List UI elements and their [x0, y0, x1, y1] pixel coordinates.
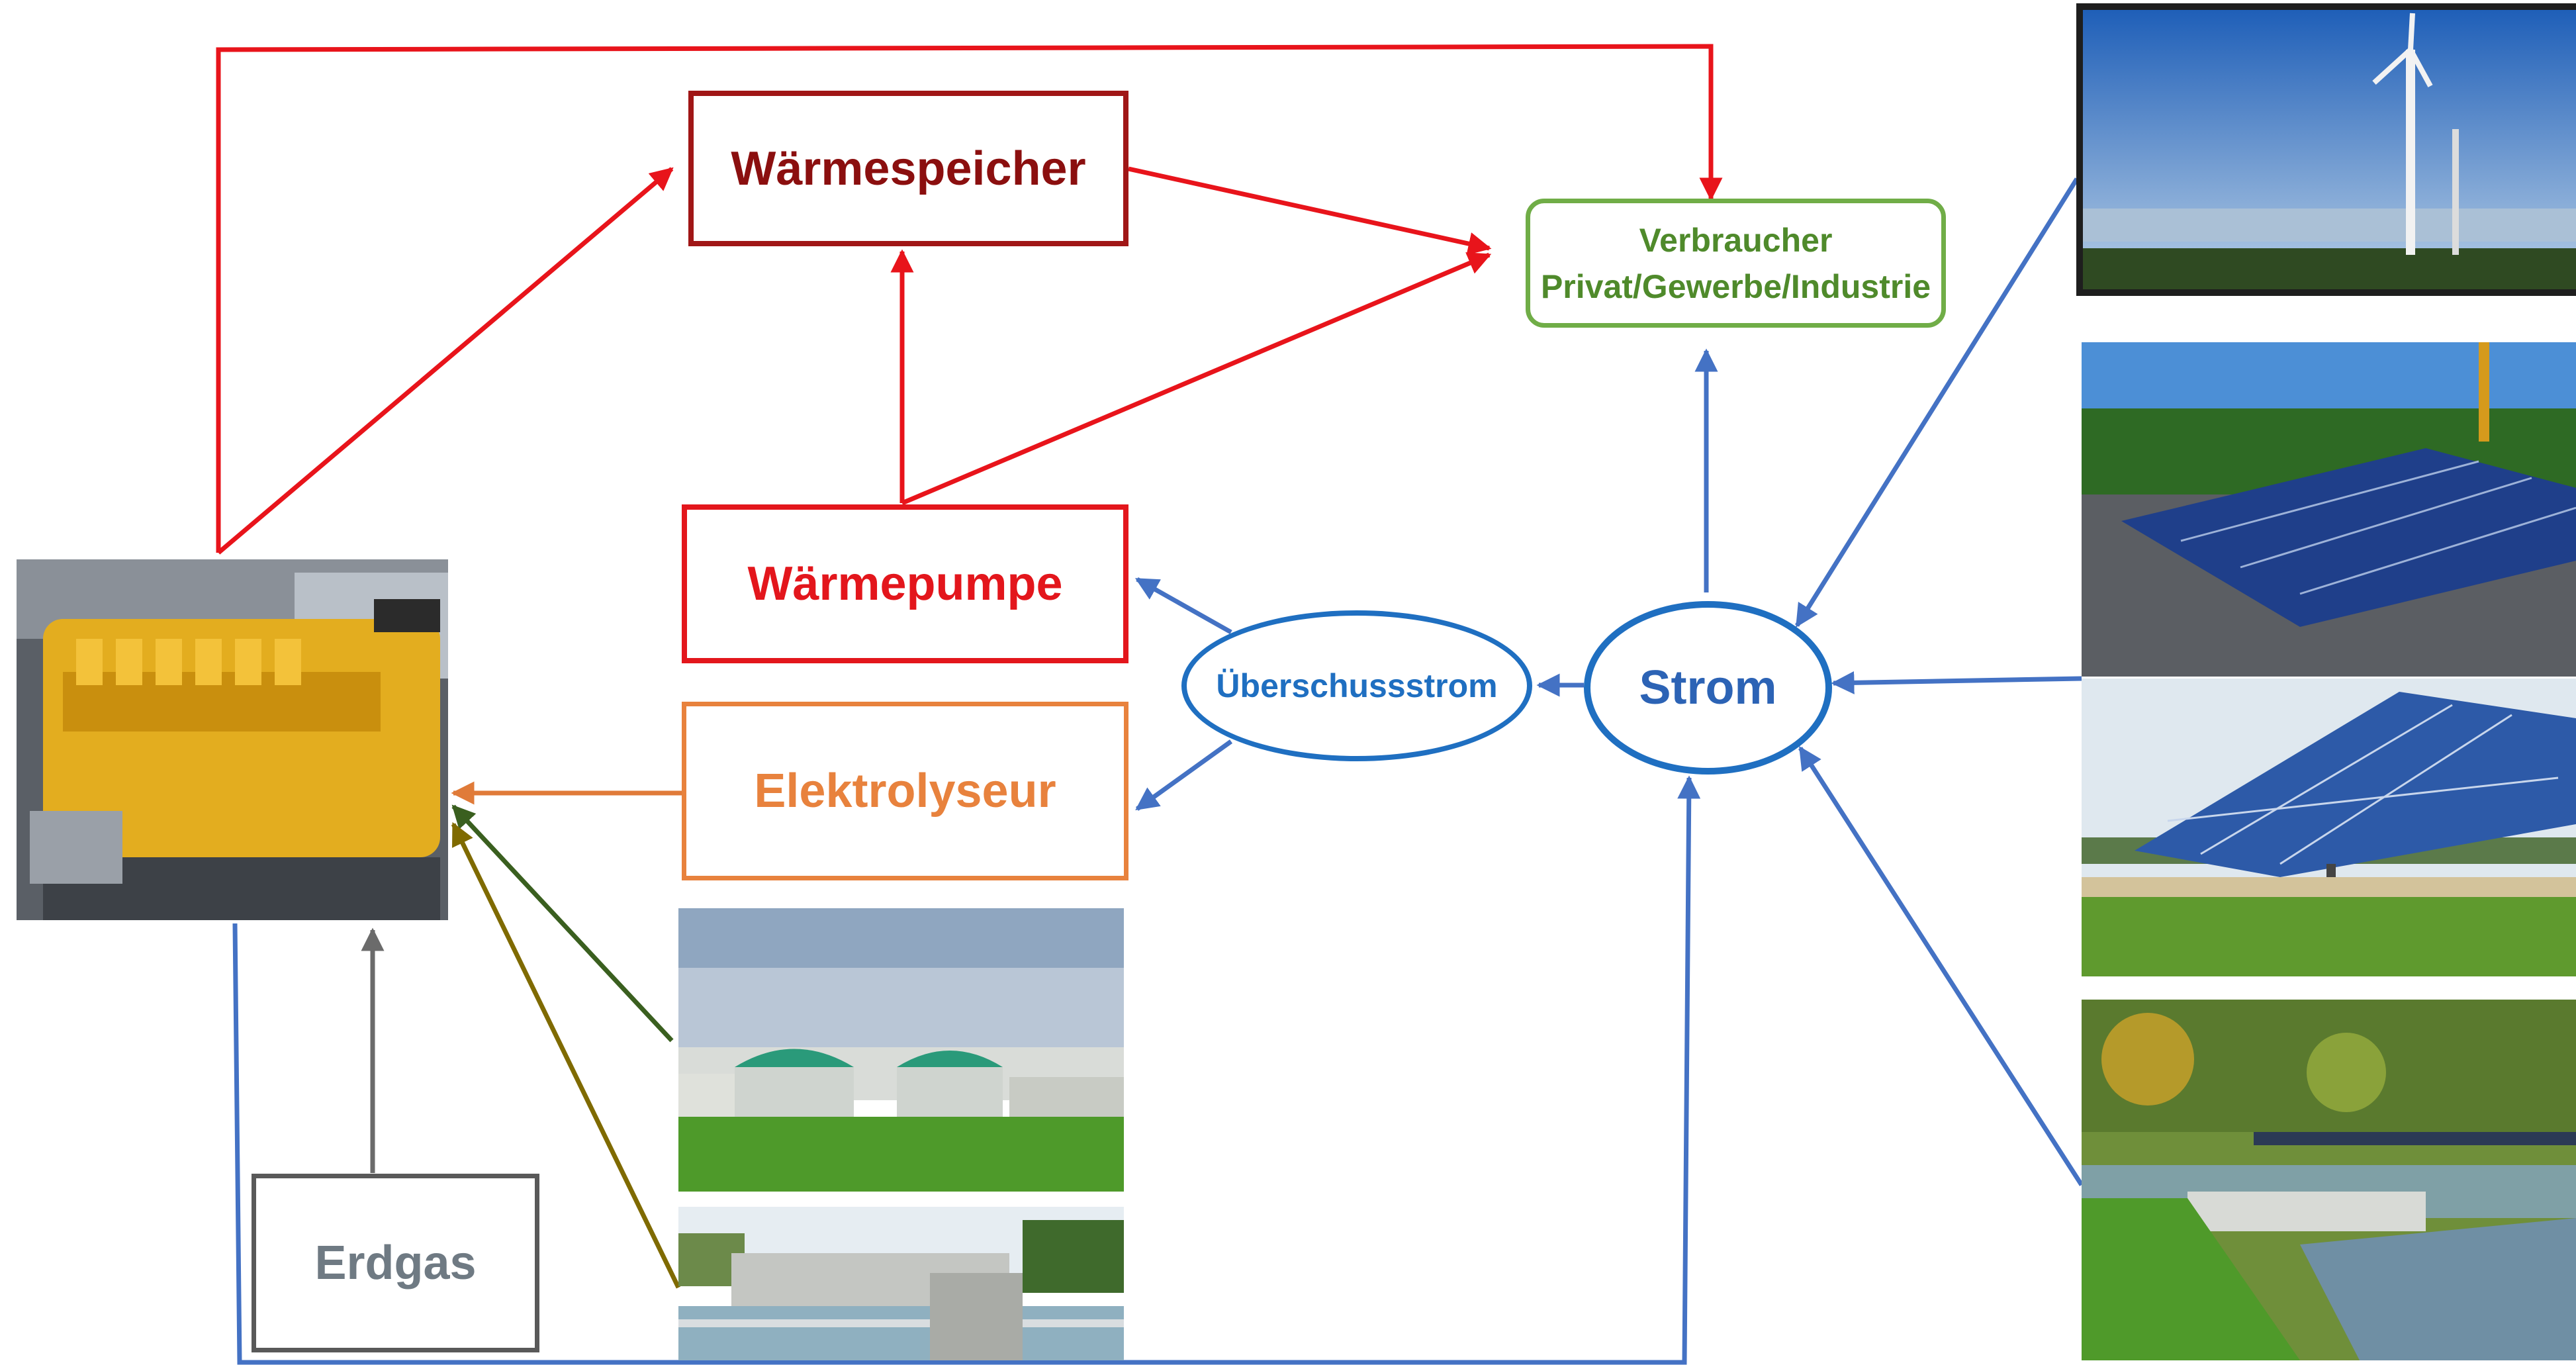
solar-tracker-photo	[2082, 679, 2576, 976]
elektrolyseur-box: Elektrolyseur	[682, 702, 1128, 880]
arrow-surplus-to-electrolyser	[1135, 739, 1233, 811]
verbraucher-box: Verbraucher Privat/Gewerbe/Industrie	[1526, 199, 1946, 328]
arrow-biogas-to-engine	[451, 804, 674, 1043]
biogas-plant-photo	[678, 908, 1124, 1192]
waermepumpe-label: Wärmepumpe	[747, 557, 1063, 610]
erdgas-box: Erdgas	[252, 1174, 539, 1352]
strom-ellipse: Strom	[1584, 601, 1832, 775]
rooftop-solar-photo	[2082, 342, 2576, 677]
verbraucher-label: Verbraucher	[1639, 221, 1833, 259]
waermespeicher-box: Wärmespeicher	[688, 91, 1128, 246]
arrow-wind-to-strom	[1795, 177, 2079, 628]
ueberschussstrom-ellipse: Überschussstrom	[1181, 610, 1532, 761]
erdgas-label: Erdgas	[314, 1237, 477, 1290]
waermepumpe-box: Wärmepumpe	[682, 504, 1128, 663]
arrow-engine-to-heatstorage	[216, 167, 674, 555]
waermespeicher-label: Wärmespeicher	[731, 142, 1086, 195]
elektrolyseur-label: Elektrolyseur	[754, 765, 1056, 818]
arrow-hydro-to-strom	[1798, 746, 2084, 1186]
arrow-heatstorage-to-consumer	[1128, 166, 1492, 256]
arrow-engine-to-strom	[232, 775, 1701, 1365]
hydropower-photo	[2082, 1000, 2576, 1360]
wind-turbine-photo	[2076, 3, 2576, 296]
arrow-heatpump-to-consumer	[901, 252, 1492, 506]
gas-engine-photo	[17, 559, 448, 920]
ueberschussstrom-label: Überschussstrom	[1216, 667, 1498, 704]
arrow-rooftop-pv-to-strom	[1831, 671, 2082, 694]
sewage-plant-photo	[678, 1207, 1124, 1360]
arrow-surplus-to-heatpump	[1134, 577, 1232, 635]
arrow-engine-to-consumer	[216, 44, 1723, 553]
strom-label: Strom	[1639, 661, 1777, 714]
arrow-sewage-gas-to-engine	[451, 822, 681, 1289]
verbraucher-sector-label: Privat/Gewerbe/Industrie	[1540, 267, 1931, 305]
